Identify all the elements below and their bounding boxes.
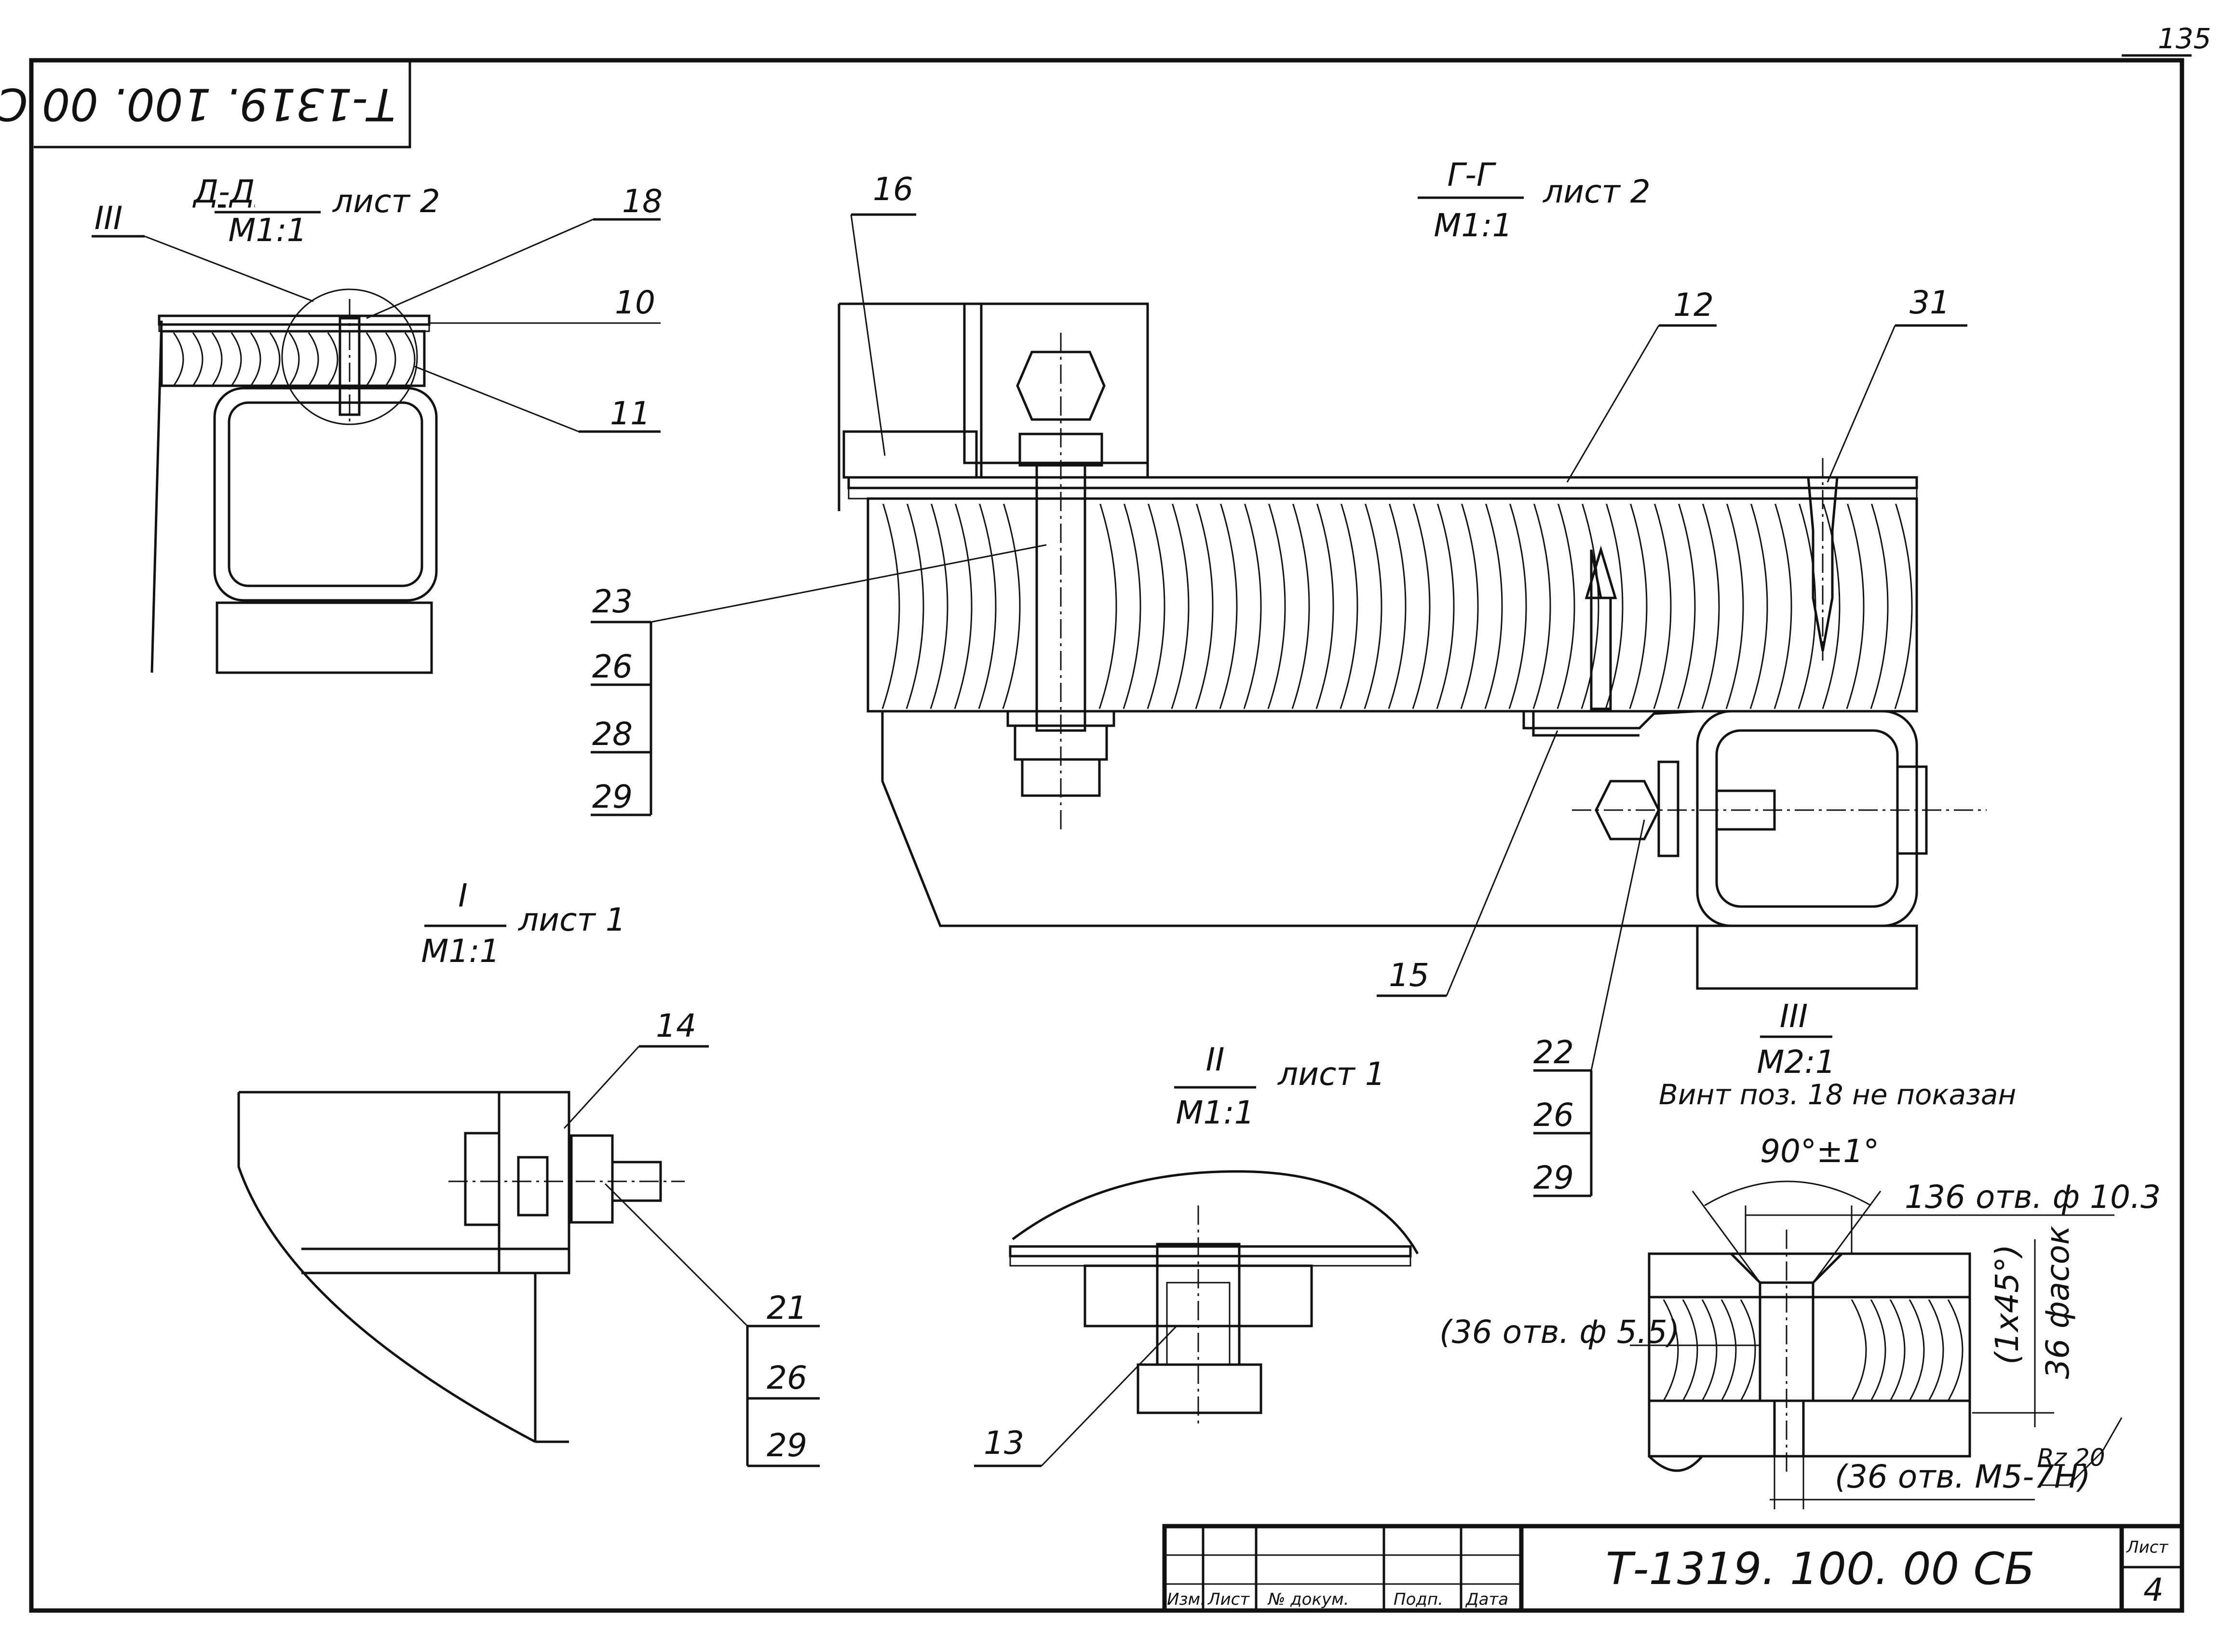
tb-sheet-number: 4 xyxy=(2143,1571,2164,1609)
callout-23: 23 xyxy=(592,583,633,620)
detail-2: II М1:1 лист 1 13 xyxy=(974,1041,1419,1467)
callout-29-b: 29 xyxy=(1533,1159,1574,1196)
section-gg-sheet: лист 2 xyxy=(1542,173,1651,210)
callout-16: 16 xyxy=(873,171,913,208)
callout-stack-22: 22 26 29 xyxy=(1533,819,1645,1197)
detail-3: III М2:1 Винт поз. 18 не показан 90°±1° … xyxy=(1439,998,2161,1509)
section-gg-scale: М1:1 xyxy=(1434,207,1512,244)
detail-1: I М1:1 лист 1 14 21 26 29 xyxy=(237,877,820,1467)
callout-28: 28 xyxy=(592,716,633,753)
callout-stack-23: 23 26 28 29 xyxy=(591,544,1047,816)
dim-holes-left: (36 отв. ф 5.5) xyxy=(1439,1313,1680,1351)
section-gg: Г-Г М1:1 лист 2 xyxy=(591,156,1987,1197)
tb-designation: Т-1319. 100. 00 СБ xyxy=(1606,1543,2035,1595)
dim-holes-bottom: (36 отв. М5-7Н) xyxy=(1835,1458,2091,1495)
section-dd-sheet: лист 2 xyxy=(332,183,440,220)
callout-10: 10 xyxy=(615,284,655,321)
detail-3-note: Винт поз. 18 не показан xyxy=(1659,1078,2016,1111)
detail-1-scale: М1:1 xyxy=(421,933,500,970)
section-dd-scale: М1:1 xyxy=(228,212,307,249)
sheet-corner-number: 135 xyxy=(2158,22,2211,55)
callout-18: 18 xyxy=(622,183,663,220)
top-left-stamp: Т-1319. 100. 00 СБ xyxy=(0,79,395,130)
tb-col-sheet: Лист xyxy=(1207,1590,1250,1609)
callout-15: 15 xyxy=(1389,957,1429,994)
callout-13: 13 xyxy=(984,1424,1024,1462)
detail-3-title: III xyxy=(1780,998,1808,1035)
callout-26-c: 26 xyxy=(767,1359,807,1396)
detail-2-title: II xyxy=(1206,1041,1225,1078)
detail-1-title: I xyxy=(458,877,467,914)
callout-26-a: 26 xyxy=(592,648,633,685)
callout-31: 31 xyxy=(1910,284,1950,321)
callout-14: 14 xyxy=(656,1007,696,1044)
dim-holes-top: 136 отв. ф 10.3 xyxy=(1905,1178,2161,1216)
section-dd: Д-Д М1:1 лист 2 III 1 xyxy=(92,173,663,674)
dim-roughness: Rz 20 xyxy=(2037,1444,2105,1472)
section-dd-title: Д-Д xyxy=(192,173,255,210)
detail-1-sheet: лист 1 xyxy=(517,901,626,938)
section-gg-title: Г-Г xyxy=(1447,156,1497,193)
dim-chamfer-count: 36 фасок xyxy=(2039,1225,2076,1379)
callout-21: 21 xyxy=(767,1289,807,1327)
callout-26-b: 26 xyxy=(1533,1097,1574,1134)
callout-29-a: 29 xyxy=(592,778,633,815)
top-left-stamp-box: Т-1319. 100. 00 СБ xyxy=(0,60,411,149)
callout-22: 22 xyxy=(1533,1034,1574,1071)
callout-11: 11 xyxy=(610,395,650,432)
dim-chamfer: (1х45°) xyxy=(1989,1244,2026,1365)
callout-12: 12 xyxy=(1673,286,1714,324)
tb-col-document: № докум. xyxy=(1267,1590,1349,1609)
title-block: Изм. Лист № докум. Подп. Дата Т-1319. 10… xyxy=(1162,1524,2184,1613)
detail-2-scale: М1:1 xyxy=(1176,1094,1254,1131)
detail-3-scale: М2:1 xyxy=(1757,1043,1835,1081)
sheet-frame xyxy=(29,54,2192,1613)
callout-29-c: 29 xyxy=(767,1427,807,1464)
detail-2-sheet: лист 1 xyxy=(1277,1056,1385,1093)
tb-col-signature: Подп. xyxy=(1394,1590,1443,1609)
callout-stack-21: 21 26 29 xyxy=(604,1183,820,1467)
tb-col-date: Дата xyxy=(1465,1590,1508,1609)
dim-angle: 90°±1° xyxy=(1760,1133,1879,1170)
detail-iii-marker: III xyxy=(95,200,122,237)
tb-sheet-label: Лист xyxy=(2126,1538,2168,1557)
tb-col-change: Изм. xyxy=(1167,1590,1205,1609)
